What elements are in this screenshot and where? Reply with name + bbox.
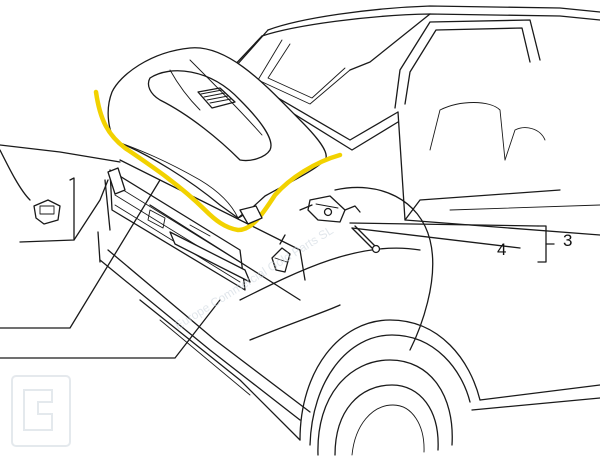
hood-vent [197, 87, 236, 109]
leader-lines [0, 179, 555, 359]
hood-seal-highlight [93, 89, 343, 233]
callout-4-label: 4 [497, 240, 506, 259]
vehicle-body [97, 5, 600, 456]
callout-3-label: 3 [563, 231, 572, 250]
hood-panel [107, 47, 327, 219]
hinge-clip-detail [0, 144, 121, 243]
watermark: Europe Commercial Gold Parts SL [11, 223, 336, 447]
hood-latch-assembly [239, 195, 381, 273]
radiator-grille-panel [104, 159, 306, 301]
watermark-logo-icon [11, 375, 71, 447]
